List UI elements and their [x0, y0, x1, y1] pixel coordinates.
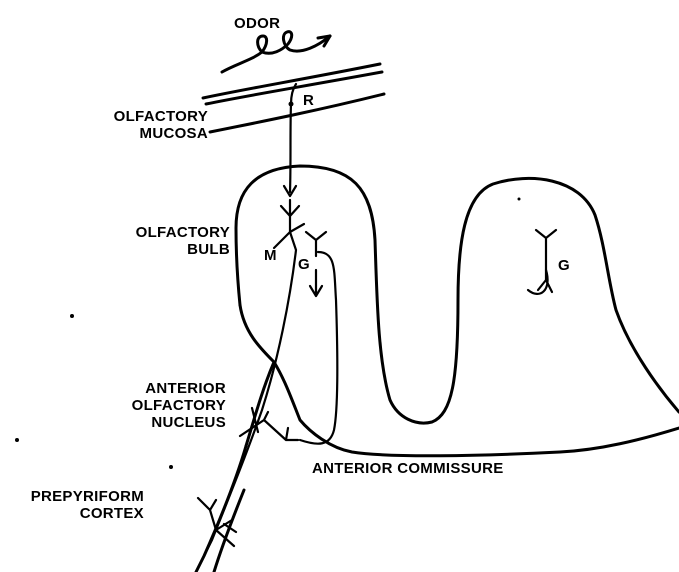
receptor-axon: [284, 84, 296, 196]
anterior-olfactory-nucleus-label: ANTERIOR OLFACTORY NUCLEUS: [86, 380, 226, 431]
granule-cell-right: [528, 230, 556, 294]
olfactory-mucosa-label: OLFACTORY MUCOSA: [60, 108, 208, 142]
anterior-commissure-fiber: [274, 362, 679, 456]
prepyriform-cortex-label: PREPYRIFORM CORTEX: [4, 488, 144, 522]
anterior-commissure-label: ANTERIOR COMMISSURE: [312, 460, 504, 477]
aon-line3: NUCLEUS: [86, 414, 226, 431]
bulb-line2: BULB: [80, 241, 230, 258]
bulb-outline: [236, 166, 679, 446]
prepyriform-line1: PREPYRIFORM: [4, 488, 144, 505]
receptor-label: R: [303, 92, 314, 109]
lateral-olfactory-tract: [196, 446, 246, 572]
mucosa-line1: OLFACTORY: [60, 108, 208, 125]
granule-label-left: G: [298, 256, 310, 273]
granule-label-right: G: [558, 257, 570, 274]
odor-label: ODOR: [234, 15, 280, 32]
mucosa-line2: MUCOSA: [60, 125, 208, 142]
aon-line2: OLFACTORY: [86, 397, 226, 414]
prepyriform-line2: CORTEX: [4, 505, 144, 522]
mitral-label: M: [264, 247, 277, 264]
olfactory-mucosa-layers: [203, 64, 384, 132]
odor-wave-arrow: [222, 32, 330, 72]
aon-line1: ANTERIOR: [86, 380, 226, 397]
olfactory-bulb-label: OLFACTORY BULB: [80, 224, 230, 258]
bulb-line1: OLFACTORY: [80, 224, 230, 241]
